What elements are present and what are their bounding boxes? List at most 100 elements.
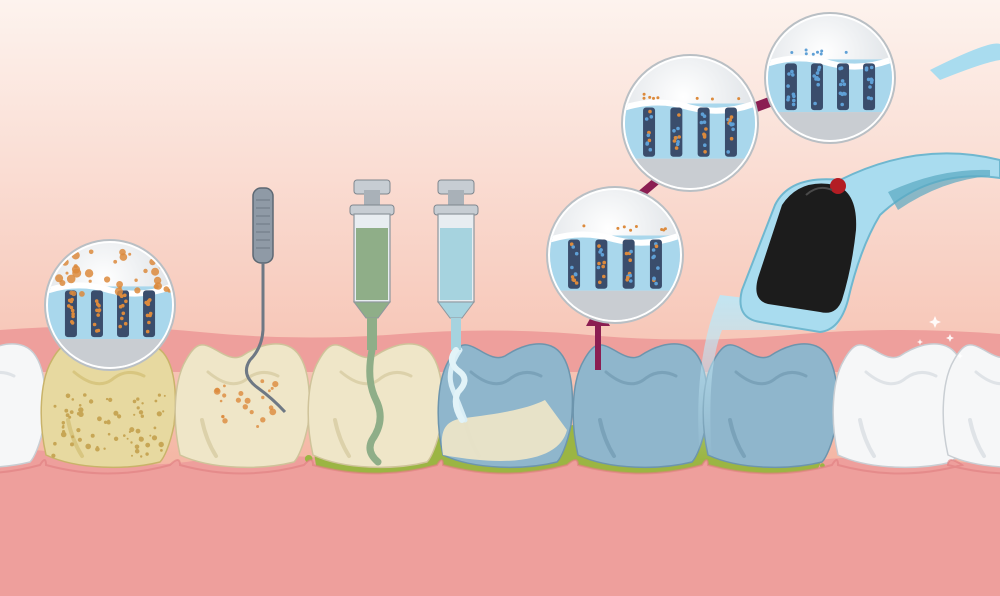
gum-line [0,459,1000,596]
stain-particle [151,267,160,276]
stain-dot [97,416,102,422]
stain-dot [149,434,152,437]
debris-dot [222,393,227,398]
stain-dot [145,442,151,448]
stain-dot [129,427,135,433]
debris-dot [272,381,279,388]
stain-dot [136,397,140,401]
debris-dot [238,391,244,396]
stain-particle [59,280,66,286]
stain-dot [132,399,137,404]
stain-particle [116,281,123,288]
stain-dot [163,394,166,397]
stain-dot [133,413,136,416]
dentin-tubule [810,63,823,111]
stain-dot [53,404,57,408]
debris-dot [213,388,221,395]
stain-particle [104,276,111,283]
tooth-row [0,343,1000,469]
stain-dot [60,431,67,438]
stain-dot [70,442,74,447]
stain-dot [78,407,84,413]
syringe-icon [349,179,395,350]
stain-particle [119,253,128,261]
stain-dot [140,414,144,418]
tools [244,43,1000,466]
stain-dot [153,426,157,430]
stain-particle [79,291,85,297]
blue-gel-stream [448,347,468,423]
stain-particle [154,282,162,290]
stain-dot [156,411,162,417]
tooth [174,343,311,469]
stain-dot [158,441,164,448]
stain-dot [108,397,113,402]
stain-dot [68,415,72,419]
untreated-enamel [441,400,567,461]
stain-dot [134,448,140,454]
inset-tubules-stage-3 [764,12,896,144]
stain-particle [72,268,82,278]
stain-dot [69,410,74,414]
stain-particle [84,269,94,278]
inset-tubules-stage-1 [546,186,684,324]
stain-dot [138,410,144,415]
dentin-tubule [622,239,635,289]
stain-dot [106,420,111,425]
green-gel-stream [366,346,384,466]
stain-dot [83,393,87,397]
dentin-tubule [649,239,662,289]
stain-dot [126,437,129,440]
tubule-insets [44,12,896,371]
debris-dot [249,410,254,415]
stain-particle [113,259,118,264]
stain-dot [140,455,143,458]
dentin-tubule [837,63,850,111]
gel-fill [440,228,472,300]
debris-dot [235,397,241,403]
stain-dot [136,406,140,410]
tooth [572,343,709,469]
stain-dot [113,410,119,416]
debris-dot [270,386,274,390]
stain-particle [143,268,148,274]
stain-dot [105,397,109,401]
stain-dot [154,399,158,403]
debris-dot [268,389,271,393]
stain-dot [71,435,75,439]
stain-dot [95,446,100,452]
stain-particle [66,274,76,284]
stain-particle [128,252,132,256]
stain-dot [113,436,119,441]
debris-dot [219,399,223,403]
dentin-tubule [595,239,608,289]
stain-dot [160,449,163,452]
gel-fill [356,228,388,300]
stain-dot [134,444,140,450]
stain-dot [76,428,81,433]
stain-dot [107,432,111,436]
stain-dot [51,453,56,458]
syringe-icon [433,179,479,350]
tooth [40,343,177,469]
stain-particle [118,286,122,290]
stain-particle [153,276,162,285]
tooth [702,343,839,469]
stain-dot [85,443,91,450]
stain-dot [78,404,82,407]
led-icon [830,178,846,194]
debris-dot [244,397,251,404]
stain-dot [117,414,122,419]
stain-particle [65,271,69,275]
stain-dot [78,411,84,417]
stain-dot [157,393,161,397]
curing-lamp-icon [698,43,1000,460]
tooth [437,343,574,469]
debris-dot [260,417,266,423]
stain-dot [88,399,94,404]
stain-dot [62,424,65,427]
debris-dot [269,408,277,416]
stain-dot [103,420,108,424]
dentin-tubule [64,290,77,338]
